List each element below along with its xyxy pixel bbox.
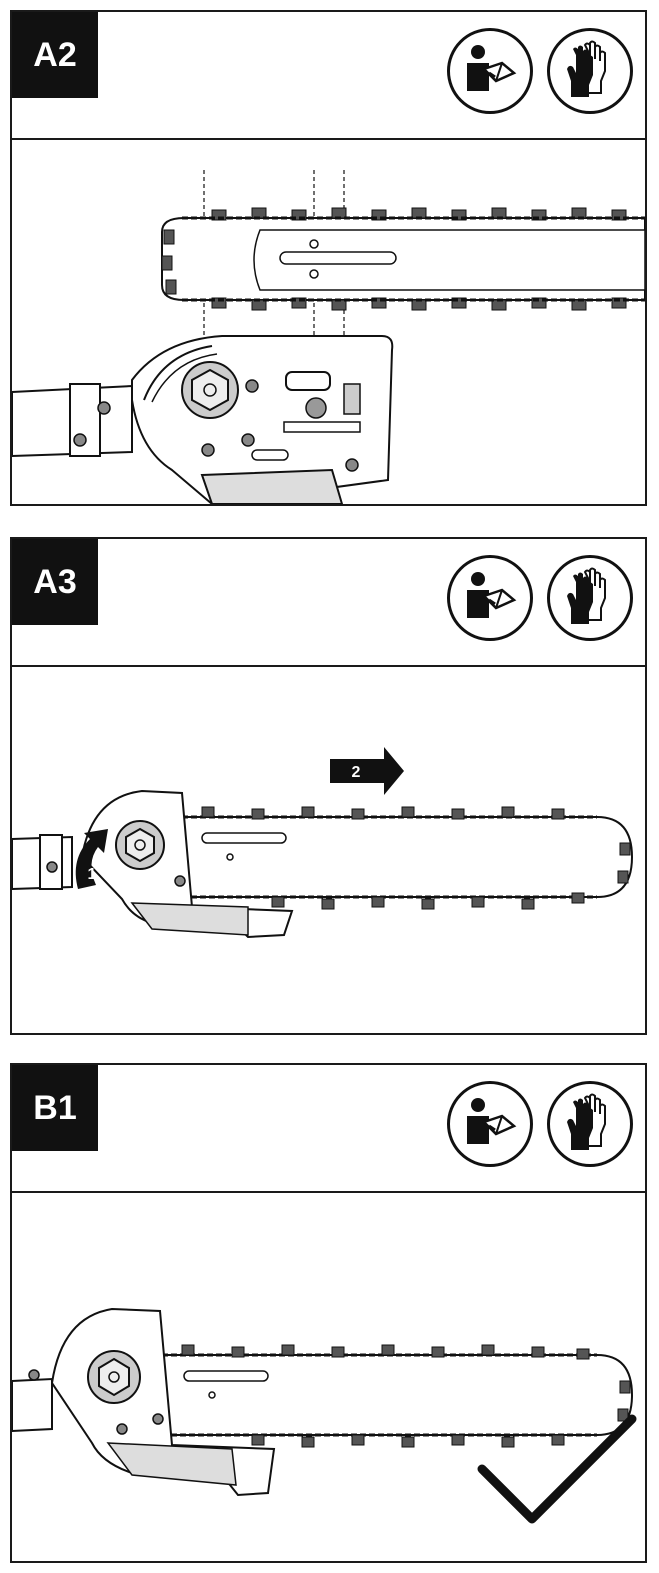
- read-manual-icon: [447, 28, 533, 114]
- wear-gloves-icon: [547, 555, 633, 641]
- illustration-a3: 2: [12, 667, 645, 1033]
- safety-icons: [447, 1081, 633, 1167]
- safety-icons: [447, 28, 633, 114]
- panel-a3: A3 2: [10, 537, 647, 1035]
- arrow-2-label: 2: [352, 764, 361, 781]
- step-label: B1: [12, 1065, 98, 1151]
- panel-a2: A2: [10, 10, 647, 506]
- panel-b1: B1: [10, 1063, 647, 1563]
- panel-header: A2: [12, 12, 645, 140]
- arrow-2-icon: 2: [330, 747, 404, 795]
- arrow-1-icon: 1: [75, 829, 108, 889]
- illustration-b1: [12, 1193, 645, 1561]
- safety-icons: [447, 555, 633, 641]
- wear-gloves-icon: [547, 1081, 633, 1167]
- panel-header: A3: [12, 539, 645, 667]
- illustration-a2: [12, 140, 645, 504]
- read-manual-icon: [447, 1081, 533, 1167]
- arrow-1-label: 1: [88, 866, 97, 883]
- checkmark-icon: [477, 1414, 637, 1524]
- wear-gloves-icon: [547, 28, 633, 114]
- panel-header: B1: [12, 1065, 645, 1193]
- step-label: A2: [12, 12, 98, 98]
- step-label: A3: [12, 539, 98, 625]
- read-manual-icon: [447, 555, 533, 641]
